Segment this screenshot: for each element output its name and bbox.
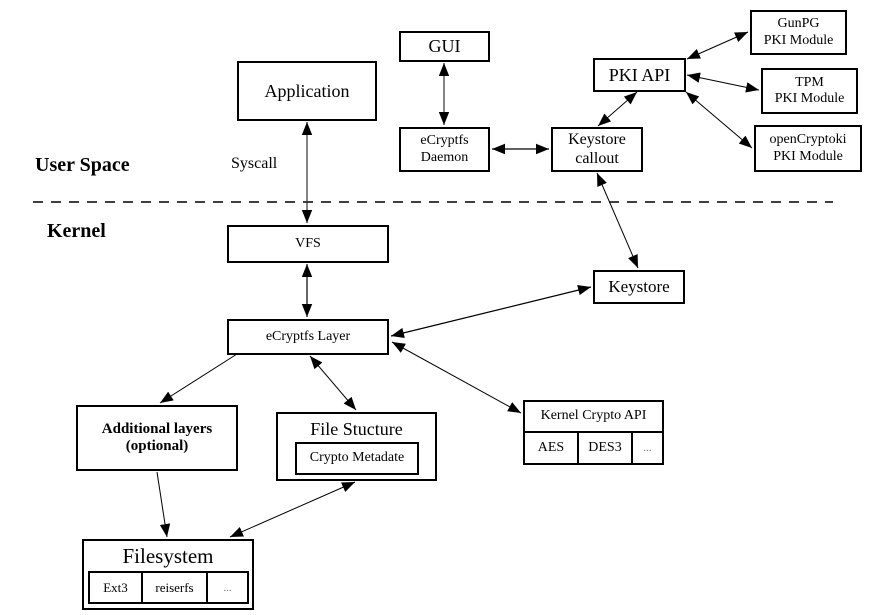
node-ecryptfs-layer[interactable]: eCryptfs Layer xyxy=(227,319,389,355)
node-vfs-label: VFS xyxy=(295,235,321,251)
node-ecryptfs-daemon-line1: eCryptfs xyxy=(420,133,469,149)
region-label-kernel: Kernel xyxy=(47,220,106,242)
node-keystore-callout-line1: Keystore xyxy=(568,131,626,149)
node-application[interactable]: Application xyxy=(237,61,377,121)
filesystem-cells: Ext3 reiserfs ... xyxy=(88,571,249,604)
node-crypto-metadata[interactable]: Crypto Metadate xyxy=(295,442,419,475)
edge-layer-filestructure xyxy=(309,355,357,411)
cipher-aes-label: AES xyxy=(537,440,565,455)
cipher-more-label: ... xyxy=(643,442,652,454)
node-opencryptoki-line1: openCryptoki xyxy=(769,132,847,148)
node-additional-layers[interactable]: Additional layers (optional) xyxy=(76,405,238,471)
node-gunpg-line2: PKI Module xyxy=(763,32,834,48)
node-keystore-callout-line2: callout xyxy=(575,149,619,167)
cipher-cell-aes[interactable]: AES xyxy=(525,433,579,463)
node-ecryptfs-layer-label: eCryptfs Layer xyxy=(265,328,351,344)
node-pki-api-label: PKI API xyxy=(608,64,671,85)
edge-layer-additional xyxy=(159,353,238,404)
fs-cell-ext3[interactable]: Ext3 xyxy=(90,573,143,602)
node-keystore-label: Keystore xyxy=(608,277,670,297)
kernel-crypto-api-cells: AES DES3 ... xyxy=(523,431,664,465)
edge-label-syscall: Syscall xyxy=(231,155,278,172)
edge-pkiapi-opencryptoki xyxy=(685,91,753,149)
node-gui-label: GUI xyxy=(428,36,461,57)
edge-keystore-layer xyxy=(390,285,592,338)
fs-cell-more[interactable]: ... xyxy=(208,573,247,602)
cipher-cell-des3[interactable]: DES3 xyxy=(579,433,633,463)
cipher-des3-label: DES3 xyxy=(588,440,622,455)
node-pki-api[interactable]: PKI API xyxy=(593,58,686,92)
edge-cryptoapi-layer xyxy=(391,341,522,414)
edge-filestructure-filesystem xyxy=(229,481,356,538)
node-tpm-line2: PKI Module xyxy=(774,91,845,106)
region-label-user-space: User Space xyxy=(35,154,130,176)
node-vfs[interactable]: VFS xyxy=(227,225,389,263)
node-additional-layers-line2: (optional) xyxy=(125,438,189,454)
edge-pkiapi-gunpg xyxy=(686,31,749,60)
node-application-label: Application xyxy=(264,80,350,101)
cipher-cell-more[interactable]: ... xyxy=(633,433,662,463)
node-file-structure-title: File Stucture xyxy=(310,419,403,439)
node-opencryptoki-line2: PKI Module xyxy=(773,148,843,164)
fs-cell-reiserfs[interactable]: reiserfs xyxy=(143,573,208,602)
node-opencryptoki-module[interactable]: openCryptoki PKI Module xyxy=(754,125,862,172)
node-gunpg-line1: GunPG xyxy=(777,16,820,32)
fs-ext3-label: Ext3 xyxy=(103,579,128,595)
node-additional-layers-line1: Additional layers xyxy=(101,420,213,437)
node-crypto-metadata-label: Crypto Metadate xyxy=(309,450,405,466)
edge-additional-filesystem xyxy=(156,471,171,538)
node-filesystem[interactable]: Filesystem xyxy=(82,539,254,610)
node-filesystem-title: Filesystem xyxy=(122,544,214,568)
edge-callout-pkiapi xyxy=(597,91,638,127)
node-keystore[interactable]: Keystore xyxy=(593,270,685,304)
edge-callout-keystore xyxy=(596,172,639,269)
node-tpm-line1: TPM xyxy=(795,74,824,90)
fs-reiserfs-label: reiserfs xyxy=(155,579,194,595)
node-gui[interactable]: GUI xyxy=(399,31,490,62)
node-ecryptfs-daemon[interactable]: eCryptfs Daemon xyxy=(399,127,490,172)
node-keystore-callout[interactable]: Keystore callout xyxy=(551,127,643,172)
node-tpm-module[interactable]: TPM PKI Module xyxy=(761,68,858,114)
node-ecryptfs-daemon-line2: Daemon xyxy=(420,149,469,165)
fs-more-label: ... xyxy=(223,581,232,594)
edge-pkiapi-tpm xyxy=(686,72,760,93)
node-gunpg-module[interactable]: GunPG PKI Module xyxy=(750,10,847,55)
node-kernel-crypto-api-title: Kernel Crypto API xyxy=(540,408,647,423)
